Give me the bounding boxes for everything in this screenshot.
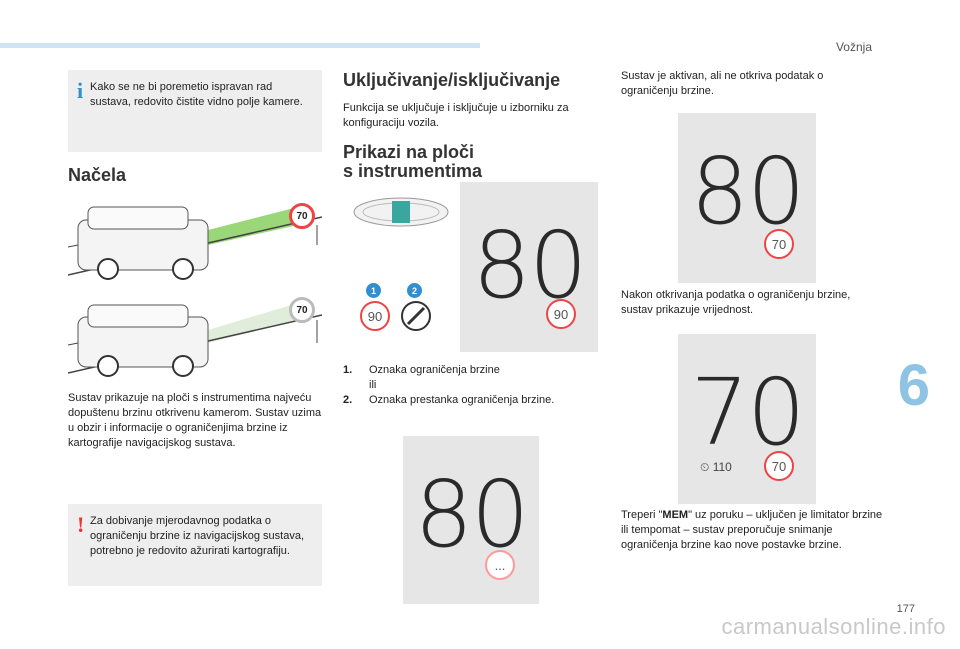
end-limit-slash-icon [406,306,426,326]
display-panel-bottom: 80 ... [403,436,539,604]
instrument-cluster-icon [353,197,449,227]
displays-title-1: Prikazi na ploči [343,142,475,162]
panel-speed-sign: 90 [546,299,576,329]
displays-title-2: s instrumentima [343,161,483,181]
panel-3-sign: 70 [764,451,794,481]
page-number: 177 [896,603,915,615]
section-title: Vožnja [835,40,872,54]
panel-speed: 80 [472,212,587,319]
onoff-text: Funkcija se uključuje i isključuje u izb… [343,102,569,129]
info-text: Kako se ne bi poremetio ispravan rad sus… [90,81,303,108]
panel-2-sign: 70 [764,229,794,259]
set-speed-label: ⏲ 110 [700,460,732,474]
principles-text: Sustav prikazuje na ploči s instrumentim… [68,392,322,449]
onoff-title: Uključivanje/isključivanje [343,70,561,90]
car-row-top [68,206,322,280]
panel-2-speed: 80 [690,138,805,245]
header-bar [0,43,480,48]
principles-title: Načela [68,165,127,185]
chapter-number: 6 [897,353,930,418]
right-text-1: Sustav je aktivan, ali ne otkriva podata… [621,70,824,97]
end-limit-sign [401,301,431,331]
panel-bottom-speed: 80 [414,461,529,568]
watermark: carmanualsonline.info [721,614,946,639]
panel-bottom-sign: ... [485,550,515,580]
warning-text: Za dobivanje mjerodavnog podatka o ogran… [90,515,305,557]
display-panel-1: 80 90 [460,182,598,352]
right-text-3: Treperi "MEM" uz poruku – uključen je li… [621,509,883,551]
marker-2: 2 [407,283,422,298]
legend-item-2: 2.Oznaka prestanka ograničenja brzine. [343,394,555,406]
info-icon: i [77,78,84,103]
warning-icon: ! [77,512,85,537]
right-text-2: Nakon otkrivanja podatka o ograničenju b… [621,289,851,316]
camera-illustration [68,206,322,377]
marker-1: 1 [366,283,381,298]
panel-3-speed: 70 [690,359,805,466]
warning-box: ! Za dobivanje mjerodavnog podatka o ogr… [68,504,322,586]
car-row-bottom [68,303,322,377]
speedometer-icon: ⏲ [700,460,710,474]
speed-sign-bottom: 70 [289,297,315,323]
info-box: i Kako se ne bi poremetio ispravan rad s… [68,70,322,152]
display-panel-3: 70 ⏲ 110 70 [678,334,816,504]
legend-item-1: 1.Oznaka ograničenja brzine ili [343,364,500,391]
speed-sign-top: 70 [289,203,315,229]
display-panel-2: 80 70 [678,113,816,283]
speed-limit-sign-90: 90 [360,301,390,331]
